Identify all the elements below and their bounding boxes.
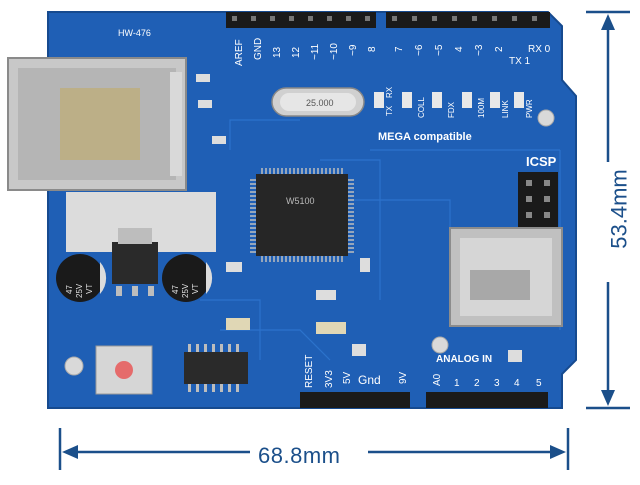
pin-label: 4: [454, 46, 465, 52]
led-label: LINK: [501, 100, 510, 118]
crystal-oscillator: 25.000: [271, 87, 365, 117]
rj45-jack: [7, 57, 187, 191]
pin-label: ~10: [329, 43, 340, 60]
top-header: [226, 12, 550, 28]
led-label: 100M: [477, 98, 486, 118]
top-pin-labels: AREF GND 13 12 ~11 ~10 ~9 8 7 ~6 ~5 4 ~3…: [234, 38, 551, 67]
board-model-label: HW-476: [118, 28, 151, 38]
icsp-header: [518, 172, 558, 228]
pin-label: ~5: [434, 44, 445, 56]
reset-button-cap[interactable]: [115, 361, 133, 379]
analog-pin-label: 4: [514, 378, 520, 389]
pin-label: RX 0: [528, 44, 551, 55]
pin-label: ~3: [474, 44, 485, 56]
cap-labels: 47 25V VT 47 25V VT: [65, 283, 200, 298]
led-labels: TX RX COLL FDX 100M LINK PWR: [385, 86, 534, 118]
power-pin-label: 9V: [398, 371, 409, 384]
bottom-analog-header: [426, 392, 548, 408]
cap-series: VT: [191, 284, 200, 294]
power-pin-label: 3V3: [324, 370, 335, 388]
logic-ic: [184, 344, 248, 392]
pin-label: 13: [272, 46, 283, 58]
pin-label: ~11: [310, 43, 321, 60]
cap-series: VT: [85, 284, 94, 294]
reset-button[interactable]: [95, 345, 153, 395]
crystal-label: 25.000: [306, 98, 334, 108]
pin-label: 2: [494, 46, 505, 52]
chip-label: W5100: [286, 196, 315, 206]
reset-label: RESET: [304, 355, 315, 388]
cap-voltage: 25V: [181, 283, 190, 298]
bottom-labels: RESET 3V3 5V Gnd 9V ANALOG IN A0 1 2 3 4…: [304, 354, 542, 389]
width-dimension-line: [58, 428, 570, 470]
capacitor-right: [162, 254, 213, 302]
mega-compatible-label: MEGA compatible: [378, 131, 472, 143]
pin-label: 7: [394, 46, 405, 52]
voltage-regulator: [112, 228, 158, 296]
pin-label: ~6: [414, 44, 425, 56]
power-pin-label: Gnd: [358, 373, 381, 387]
height-dimension-line: [586, 10, 630, 410]
led-label: FDX: [447, 101, 456, 118]
mounting-hole: [537, 109, 555, 127]
mounting-hole: [431, 336, 449, 354]
analog-pin-label: 2: [474, 378, 480, 389]
bottom-power-header: [300, 392, 410, 408]
analog-pin-label: 1: [454, 378, 460, 389]
capacitor-left: [56, 254, 107, 302]
status-leds: [374, 92, 524, 108]
cap-voltage: 25V: [75, 283, 84, 298]
sd-card-slot: [449, 227, 563, 327]
icsp-label: ICSP: [526, 154, 557, 169]
led-label: PWR: [525, 99, 534, 118]
analog-label: ANALOG IN: [436, 354, 492, 365]
led-label: COLL: [417, 97, 426, 118]
pin-label: AREF: [234, 39, 245, 66]
pin-label: ~9: [348, 44, 359, 56]
width-dimension-label: 68.8mm: [258, 443, 341, 468]
w5100-chip: W5100: [250, 168, 354, 262]
led-label: RX: [385, 86, 394, 98]
height-dimension-label: 53.4mm: [606, 169, 632, 249]
pin-label: 8: [367, 46, 378, 52]
mounting-hole: [64, 356, 84, 376]
pin-label: GND: [253, 38, 264, 60]
cap-value: 47: [65, 285, 74, 294]
smd-components: [196, 74, 522, 362]
power-pin-label: 5V: [342, 371, 353, 384]
analog-pin-label: 3: [494, 378, 500, 389]
pin-label: TX 1: [509, 56, 531, 67]
analog-pin-label: A0: [432, 373, 443, 386]
analog-pin-label: 5: [536, 378, 542, 389]
pin-label: 12: [291, 46, 302, 58]
led-label: TX: [385, 105, 394, 116]
cap-value: 47: [171, 285, 180, 294]
